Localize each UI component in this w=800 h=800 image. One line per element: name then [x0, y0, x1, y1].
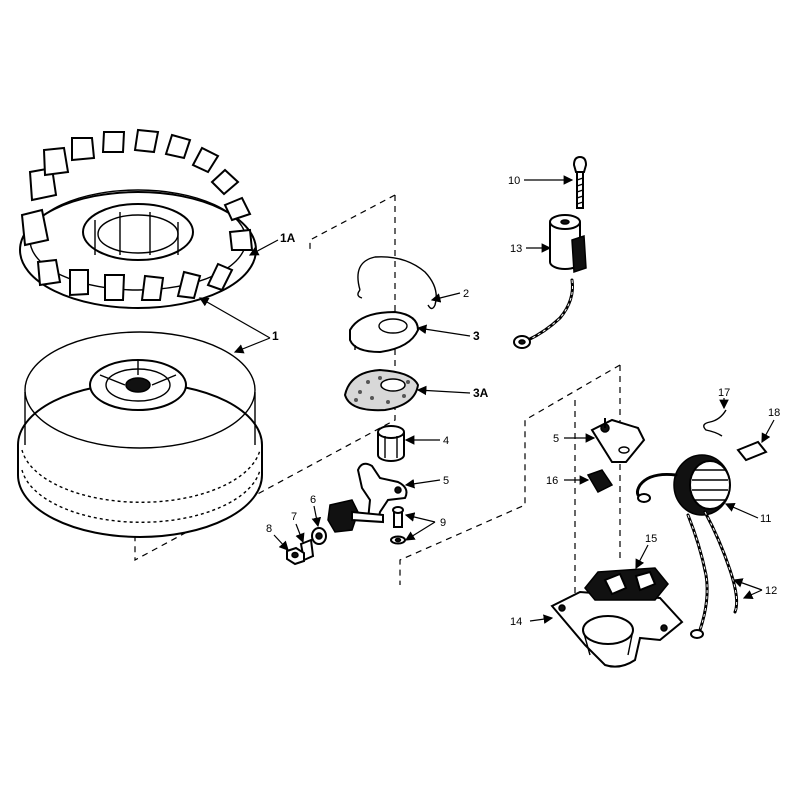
callout-17: 17: [718, 387, 730, 399]
clip-18: [736, 440, 768, 462]
contact-bracket: [327, 499, 384, 533]
callout-12: 12: [765, 585, 777, 597]
coil-11: [635, 454, 731, 516]
screw-10: [572, 155, 588, 209]
callout-3a: 3A: [473, 386, 489, 400]
mounting-base-14: [550, 590, 684, 668]
callout-8: 8: [266, 523, 272, 535]
nut-8: [286, 546, 305, 566]
condenser-13: [513, 214, 587, 349]
fan-flywheel-1a: [19, 128, 257, 309]
callout-2: 2: [463, 288, 469, 300]
washer-6: [311, 527, 327, 545]
callout-1: 1: [272, 329, 279, 343]
cover-plate-3: [349, 310, 420, 354]
callout-7: 7: [291, 511, 297, 523]
pad-16: [586, 469, 614, 493]
screw-washer-9: [390, 506, 406, 545]
callout-14: 14: [510, 616, 522, 628]
callout-4: 4: [443, 435, 449, 447]
bushing-4: [377, 425, 405, 462]
callout-11: 11: [760, 513, 771, 525]
callout-5-right: 5: [553, 433, 559, 445]
callout-13: 13: [510, 243, 522, 255]
callout-5-left: 5: [443, 475, 449, 487]
callout-labels: 1A 1 2 3 3A 4 5 6 7 8 9 10 13 5 16 17 18…: [266, 175, 780, 628]
spring-17: [703, 409, 727, 437]
leads-12: [686, 510, 739, 639]
gasket-3a: [343, 368, 420, 412]
callout-15: 15: [645, 533, 657, 545]
callout-18: 18: [768, 407, 780, 419]
breaker-arm-5: [356, 462, 408, 521]
bracket-5-right: [590, 418, 646, 463]
callout-9: 9: [440, 517, 446, 529]
leader-lines: [198, 175, 775, 624]
callout-1a: 1A: [280, 231, 296, 245]
callout-10: 10: [508, 175, 520, 187]
plate-15: [584, 567, 669, 601]
callout-6: 6: [310, 494, 316, 506]
callout-16: 16: [546, 475, 558, 487]
flywheel-ring-gear-1: [17, 331, 263, 538]
spring-clip-2: [357, 256, 437, 310]
callout-3: 3: [473, 329, 480, 343]
